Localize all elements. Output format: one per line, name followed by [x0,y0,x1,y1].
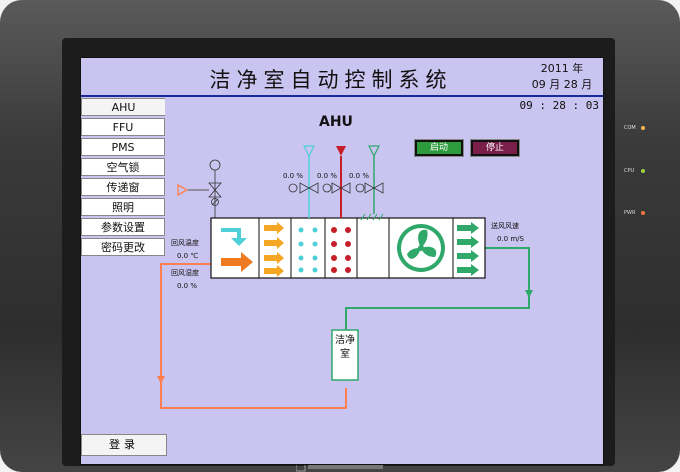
return-humidity-value: 0.0 % [177,282,198,290]
valve-heating [322,146,351,218]
valve-motor-icon [355,183,365,193]
return-temp-label: 回风温度 [171,239,199,247]
hmi-screen: 洁净室自动控制系统 2011 年 09 月 28 月 09 : 28 : 03 … [80,57,604,465]
supply-air-arrow-icon [525,290,533,298]
nav-item-ahu[interactable]: AHU [81,98,165,116]
supply-speed-label: 送风风速 [491,222,519,230]
nav-item-parameters[interactable]: 参数设置 [81,218,165,236]
led-pwr-label: PWR [624,210,636,216]
led-pwr-icon [641,211,645,215]
valve2-value: 0.0 % [317,172,338,180]
cooling-coil-icon [298,227,318,273]
valve-cooling [288,145,319,218]
led-cpu-label: CPU [624,168,635,174]
heating-coil-icon [331,227,351,273]
valve-humidifier [355,145,384,214]
led-com-icon [641,126,645,130]
return-humidity-label: 回风湿度 [171,269,199,277]
damper-motor-icon [209,159,221,171]
damper-blade-line [211,198,219,206]
date-monthday: 09 月 28 月 [531,78,593,91]
page-title: 洁净室自动控制系统 [209,68,453,92]
ahu-section-title: AHU [319,114,353,130]
damper-valve-top-icon [208,182,222,191]
led-com-label: COM [624,125,636,131]
heating-water-inlet-icon [336,146,346,156]
nav-item-airlock[interactable]: 空气锁 [81,158,165,176]
cleanroom-box [331,329,359,381]
side-nav: AHU FFU PMS 空气锁 传递窗 照明 参数设置 密码更改 [81,98,165,258]
return-air-arrow-icon [157,376,165,384]
login-button[interactable]: 登录 [81,434,167,456]
cooling-water-inlet-icon [303,145,315,158]
ahu-diagram [157,145,533,409]
valve1-value: 0.0 % [283,172,304,180]
date-year: 2011 年 [540,62,584,75]
steam-inlet-icon [368,145,380,158]
return-air-duct [160,263,347,409]
fresh-air-flow-icon [221,228,247,246]
filter-arrows-icon [264,222,284,277]
nav-item-ffu[interactable]: FFU [81,118,165,136]
humidifier-icon [360,213,384,221]
nav-item-password[interactable]: 密码更改 [81,238,165,256]
nav-item-lighting[interactable]: 照明 [81,198,165,216]
outlet-arrows-icon [457,222,479,276]
supply-speed-value: 0.0 m/S [497,235,524,243]
valve-motor-icon [322,183,332,193]
cleanroom-label: 洁净室 [335,335,355,360]
valve-motor-icon [288,183,298,193]
valve3-value: 0.0 % [349,172,370,180]
return-air-flow-icon [221,252,253,272]
header-divider [81,95,603,97]
clock-time: 09 : 28 : 03 [519,99,599,112]
damper-valve-bottom-icon [208,189,222,198]
led-cpu-icon [641,169,645,173]
supply-air-duct [345,247,530,330]
start-button[interactable]: 启动 [415,140,463,156]
nav-item-pms[interactable]: PMS [81,138,165,156]
return-temp-value: 0.0 ℃ [177,252,199,260]
stop-button[interactable]: 停止 [471,140,519,156]
nav-item-pass-box[interactable]: 传递窗 [81,178,165,196]
damper-blade-icon [211,198,219,206]
supply-fan-icon [397,224,445,272]
fresh-air-inlet-icon [177,183,189,197]
